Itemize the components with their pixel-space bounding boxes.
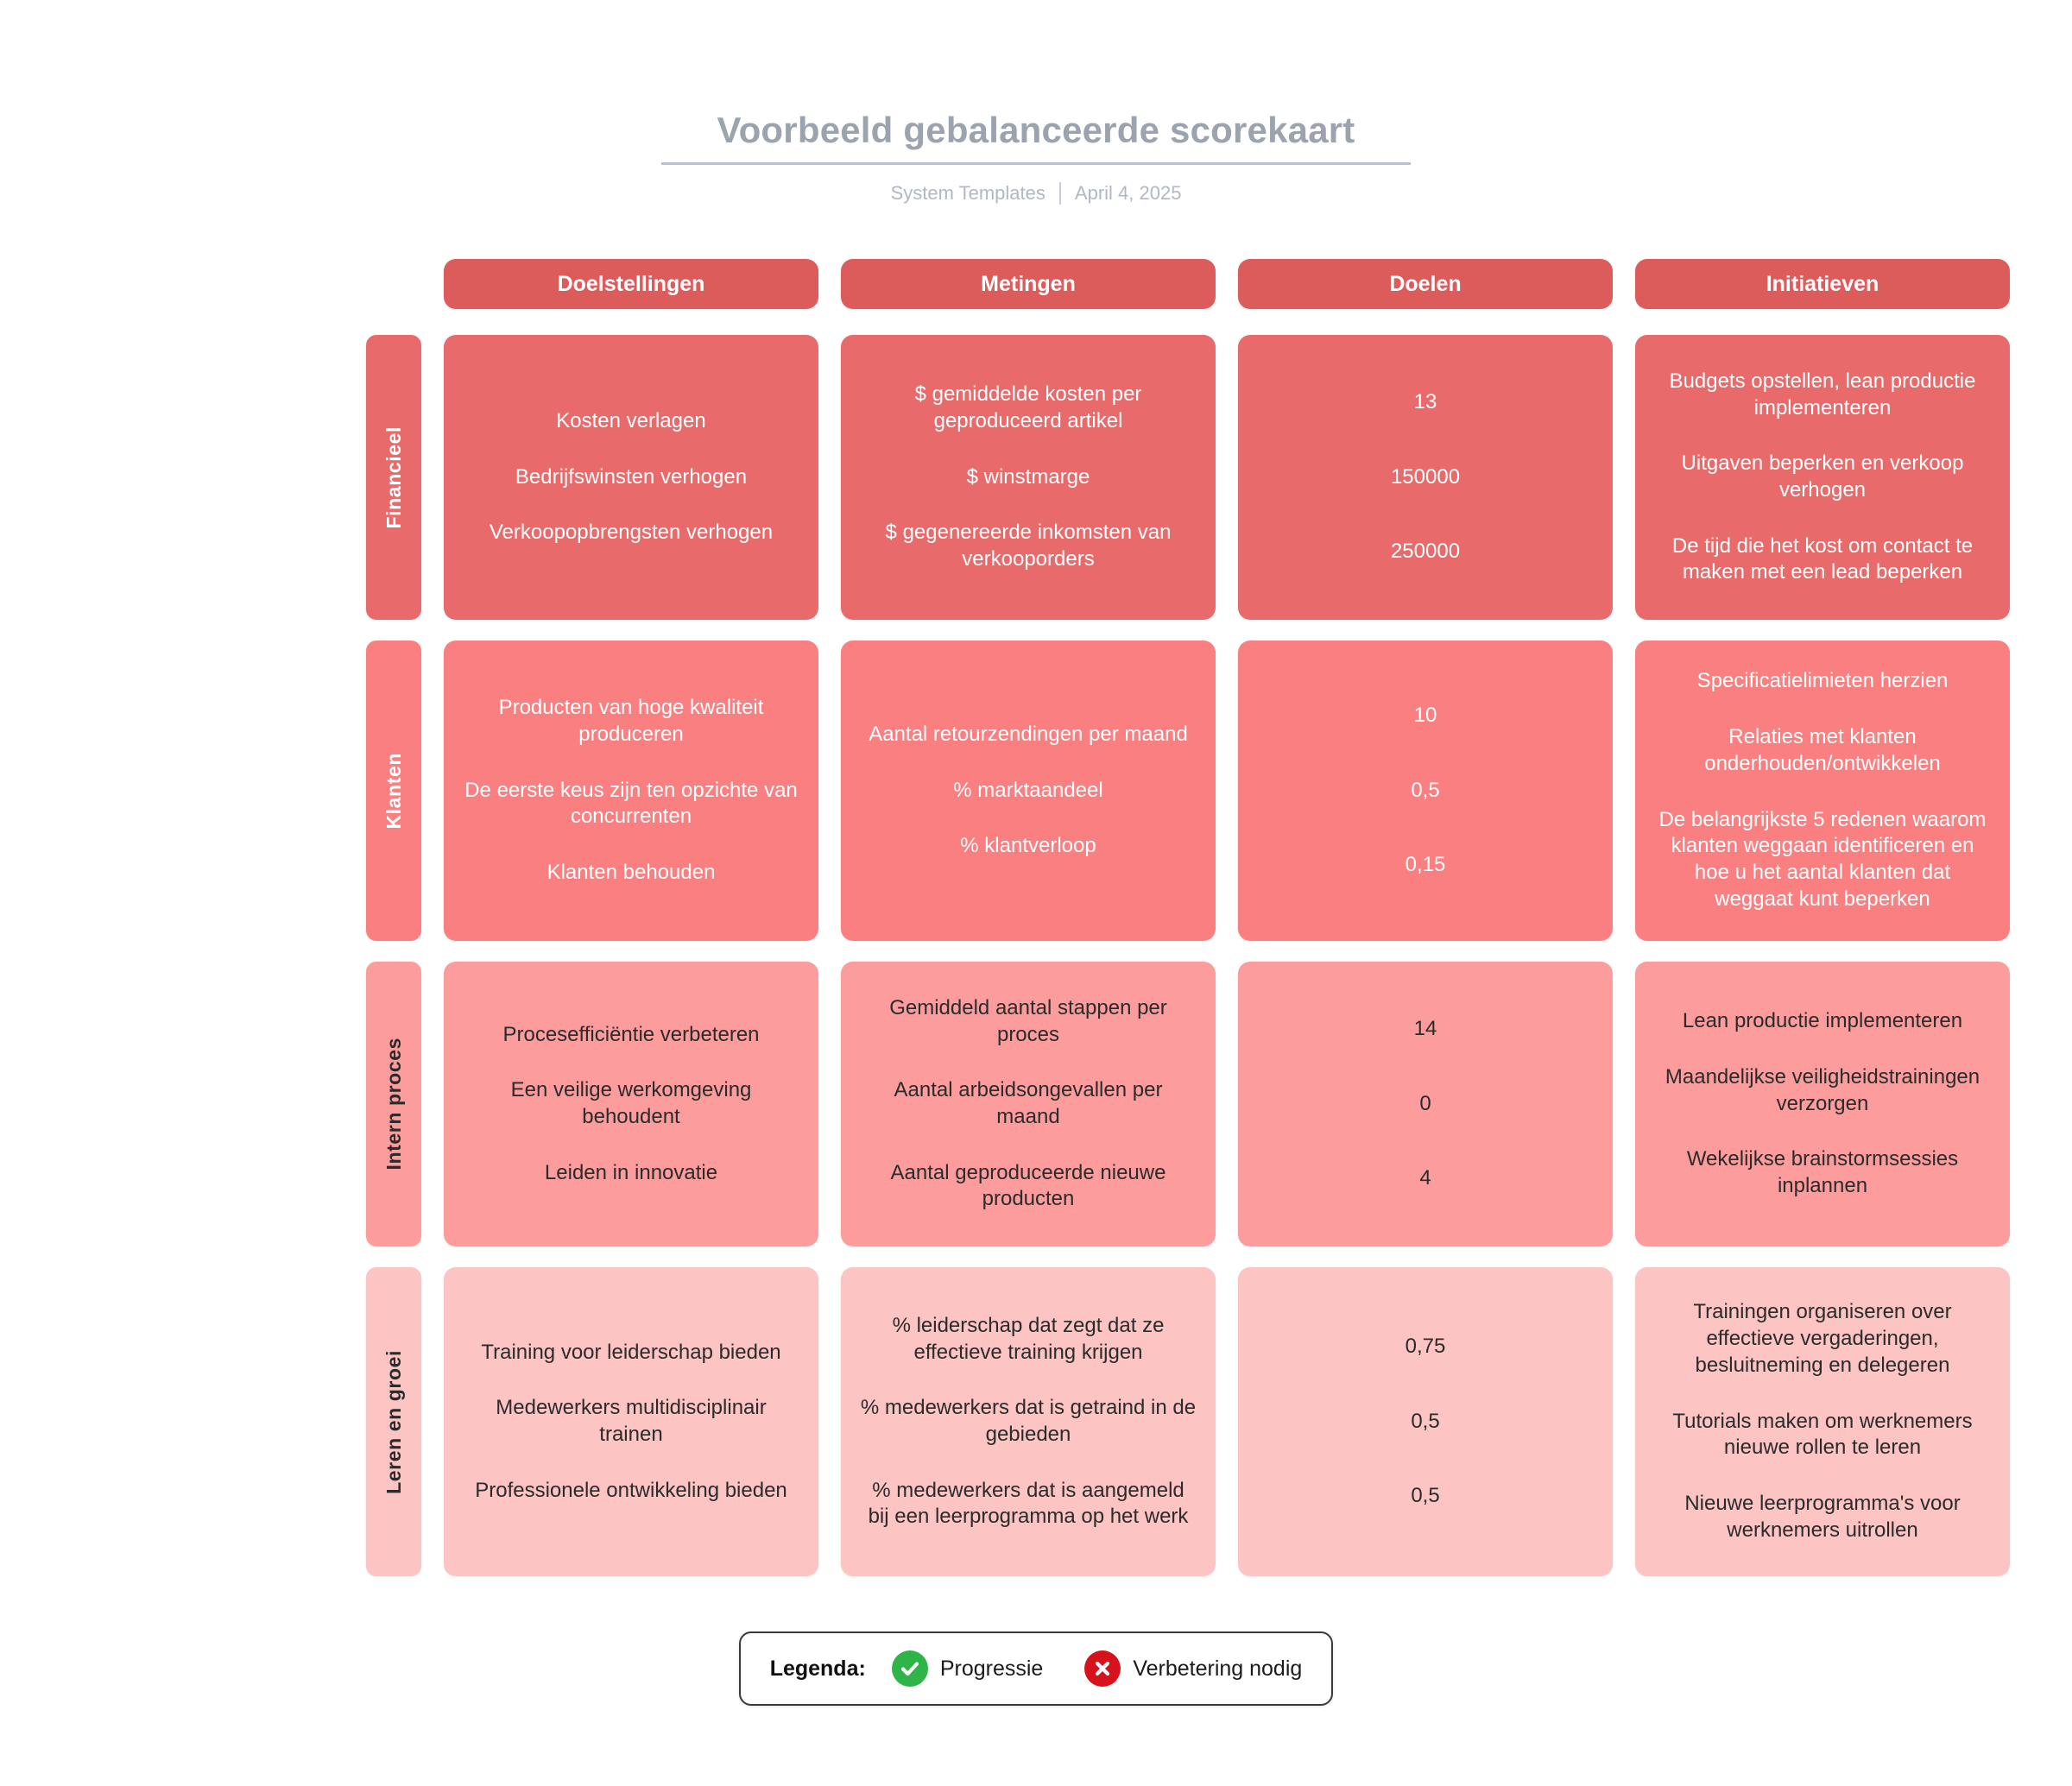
cell-financieel-doelen: 13 150000 250000 [1238,335,1613,620]
cell-line: Relaties met klanten onderhouden/ontwikk… [1704,725,1941,775]
row-label-text: Leren en groei [382,1349,405,1494]
legend-label: Verbetering nodig [1133,1656,1303,1681]
column-header-row: Doelstellingen Metingen Doelen Initiatie… [366,259,2010,309]
cell-intern-proces-metingen: Gemiddeld aantal stappen per proces Aant… [841,962,1216,1246]
cell-financieel-doelstellingen: Kosten verlagen Bedrijfswinsten verhogen… [444,335,818,620]
cell-line: De belangrijkste 5 redenen waarom klante… [1658,807,1987,911]
cell-line: Een veilige werkomgeving behoudent [510,1078,752,1128]
cell-line: Aantal arbeidsongevallen per maand [894,1078,1163,1128]
cell-line: 0,5 [1411,1484,1440,1508]
cell-line: % medewerkers dat is aangemeld bij een l… [868,1478,1189,1529]
cell-line: Medewerkers multidisciplinair trainen [496,1396,767,1446]
cell-line: Aantal geproduceerde nieuwe producten [890,1160,1166,1211]
cell-line: 14 [1413,1016,1437,1040]
cell-line: $ gegenereerde inkomsten van verkooporde… [885,521,1172,571]
cell-line: Producten van hoge kwaliteit produceren [498,696,764,746]
cell-klanten-initiatieven: Specificatielimieten herzien Relaties me… [1635,641,2010,941]
cell-leren-en-groei-doelstellingen: Training voor leiderschap bieden Medewer… [444,1267,818,1576]
cell-line: Nieuwe leerprogramma's voor werknemers u… [1684,1492,1961,1542]
cell-line: Bedrijfswinsten verhogen [515,464,748,489]
check-circle-icon [891,1650,928,1687]
cell-line: Gemiddeld aantal stappen per proces [889,995,1167,1046]
cell-line: $ gemiddelde kosten per geproduceerd art… [914,382,1142,432]
cell-leren-en-groei-initiatieven: Trainingen organiseren over effectieve v… [1635,1267,2010,1576]
page-header: Voorbeeld gebalanceerde scorekaart Syste… [0,0,2072,205]
cell-line: Procesefficiëntie verbeteren [502,1022,760,1046]
cell-line: 0,5 [1411,778,1440,802]
column-header-initiatieven[interactable]: Initiatieven [1635,259,2010,309]
x-circle-icon [1084,1650,1121,1687]
row-label-klanten: Klanten [366,641,421,941]
subtitle-separator [1058,182,1061,205]
cell-line: Maandelijkse veiligheidstrainingen verzo… [1665,1064,1980,1115]
row-label-text: Klanten [382,752,405,830]
cell-line: 0,75 [1405,1334,1446,1358]
column-header-metingen[interactable]: Metingen [841,259,1216,309]
cell-leren-en-groei-metingen: % leiderschap dat zegt dat ze effectieve… [841,1267,1216,1576]
subtitle-source: System Templates [890,182,1045,205]
cell-line: 250000 [1390,540,1461,564]
cell-line: Aantal retourzendingen per maand [869,722,1188,746]
cell-line: De tijd die het kost om contact te maken… [1671,533,1974,584]
cell-line: Verkoopopbrengsten verhogen [489,521,774,545]
cell-line: Klanten behouden [546,861,716,885]
cell-line: % leiderschap dat zegt dat ze effectieve… [892,1313,1165,1364]
cell-klanten-doelen: 10 0,5 0,15 [1238,641,1613,941]
cell-line: $ winstmarge [966,464,1090,489]
scorecard-row-intern-proces: Intern proces Procesefficiëntie verbeter… [366,962,2010,1246]
legend: Legenda: Progressie Verbetering nodig [738,1631,1334,1706]
cell-klanten-doelstellingen: Producten van hoge kwaliteit produceren … [444,641,818,941]
cell-line: % klantverloop [960,834,1096,858]
cell-line: % medewerkers dat is getraind in de gebi… [860,1396,1197,1446]
cell-klanten-metingen: Aantal retourzendingen per maand % markt… [841,641,1216,941]
cell-line: 4 [1419,1166,1431,1190]
cell-line: Specificatielimieten herzien [1696,669,1949,693]
legend-item-verbetering-nodig: Verbetering nodig [1084,1650,1302,1687]
spine-header-spacer [366,259,421,309]
cell-line: 0,15 [1405,853,1446,877]
scorecard-row-klanten: Klanten Producten van hoge kwaliteit pro… [366,641,2010,941]
cell-line: De eerste keus zijn ten opzichte van con… [464,778,798,829]
scorecard-row-financieel: Financieel Kosten verlagen Bedrijfswinst… [366,335,2010,620]
cell-line: Lean productie implementeren [1682,1009,1963,1033]
row-label-text: Financieel [382,426,405,529]
cell-line: Training voor leiderschap bieden [481,1340,781,1364]
cell-line: 0,5 [1411,1409,1440,1433]
cell-line: 150000 [1390,464,1461,489]
legend-label: Progressie [939,1656,1044,1681]
row-label-intern-proces: Intern proces [366,962,421,1246]
cell-financieel-initiatieven: Budgets opstellen, lean productie implem… [1635,335,2010,620]
cell-financieel-metingen: $ gemiddelde kosten per geproduceerd art… [841,335,1216,620]
cell-line: 13 [1413,389,1437,413]
cell-line: Professionele ontwikkeling bieden [475,1478,787,1502]
cell-line: % marktaandeel [953,778,1103,802]
cell-line: 0 [1419,1091,1431,1115]
page-subtitle: System Templates April 4, 2025 [0,182,2072,205]
column-header-doelen[interactable]: Doelen [1238,259,1613,309]
cell-line: Leiden in innovatie [544,1160,718,1184]
cell-line: Tutorials maken om werknemers nieuwe rol… [1672,1409,1973,1460]
row-label-leren-en-groei: Leren en groei [366,1267,421,1576]
legend-title: Legenda: [769,1656,866,1681]
cell-intern-proces-doelen: 14 0 4 [1238,962,1613,1246]
cell-intern-proces-initiatieven: Lean productie implementeren Maandelijks… [1635,962,2010,1246]
cell-line: Uitgaven beperken en verkoop verhogen [1681,451,1964,502]
page-title: Voorbeeld gebalanceerde scorekaart [717,110,1355,150]
cell-line: 10 [1413,703,1437,727]
cell-line: Budgets opstellen, lean productie implem… [1669,369,1976,420]
legend-wrapper: Legenda: Progressie Verbetering nodig [0,1631,2072,1706]
scorecard-row-leren-en-groei: Leren en groei Training voor leiderschap… [366,1267,2010,1576]
subtitle-date: April 4, 2025 [1074,182,1182,205]
row-label-financieel: Financieel [366,335,421,620]
cell-leren-en-groei-doelen: 0,75 0,5 0,5 [1238,1267,1613,1576]
page-title-wrapper: Voorbeeld gebalanceerde scorekaart [661,110,1411,166]
scorecard-grid: Doelstellingen Metingen Doelen Initiatie… [366,259,2010,1597]
legend-item-progressie: Progressie [891,1650,1044,1687]
cell-intern-proces-doelstellingen: Procesefficiëntie verbeteren Een veilige… [444,962,818,1246]
column-header-doelstellingen[interactable]: Doelstellingen [444,259,818,309]
row-label-text: Intern proces [382,1038,405,1171]
cell-line: Trainingen organiseren over effectieve v… [1693,1300,1952,1377]
cell-line: Kosten verlagen [556,408,706,432]
cell-line: Wekelijkse brainstormsessies inplannen [1686,1147,1959,1198]
